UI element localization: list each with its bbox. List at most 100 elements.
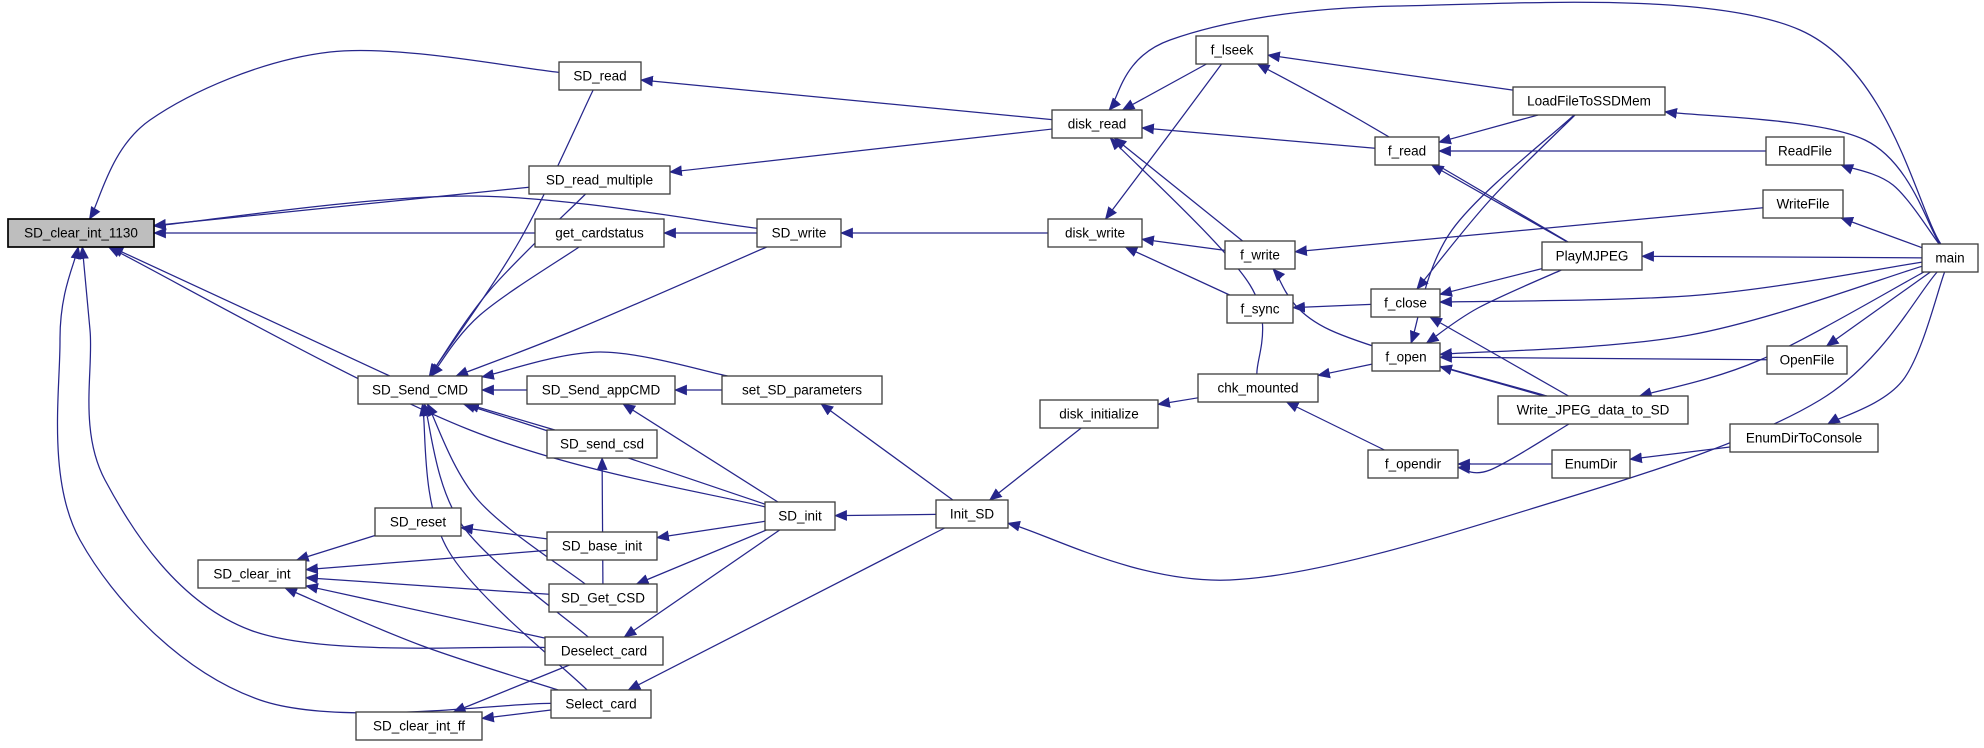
- node-f_open[interactable]: f_open: [1371, 342, 1441, 372]
- node-f_close[interactable]: f_close: [1370, 288, 1441, 318]
- node-SD_Send_appCMD[interactable]: SD_Send_appCMD: [526, 375, 676, 405]
- node-SD_clear_int_1130[interactable]: SD_clear_int_1130: [7, 218, 155, 248]
- node-box-Deselect_card: [544, 636, 664, 666]
- node-label-SD_clear_int_1130: SD_clear_int_1130: [24, 226, 138, 241]
- edge-PlayMJPEG-to-f_open: [1425, 269, 1562, 344]
- node-OpenFile[interactable]: OpenFile: [1766, 345, 1848, 375]
- node-label-disk_initialize: disk_initialize: [1059, 407, 1139, 422]
- edge-main-to-Init_SD: [1006, 271, 1938, 581]
- node-label-SD_Send_appCMD: SD_Send_appCMD: [542, 383, 661, 398]
- node-box-SD_clear_int_ff: [355, 711, 483, 741]
- edge-Write_JPEG_data_to_SD-to-f_opendir: [1456, 423, 1570, 474]
- edge-SD_Get_CSD-to-SD_send_csd: [596, 456, 608, 585]
- node-SD_init[interactable]: SD_init: [764, 501, 836, 531]
- node-SD_write[interactable]: SD_write: [756, 218, 842, 248]
- edge-Write_JPEG_data_to_SD-to-f_write: [1272, 268, 1548, 397]
- node-f_opendir[interactable]: f_opendir: [1367, 449, 1459, 479]
- edge-PlayMJPEG-to-f_close: [1438, 267, 1543, 297]
- node-LoadFileToSSDMem[interactable]: LoadFileToSSDMem: [1512, 86, 1666, 116]
- node-box-get_cardstatus: [534, 218, 665, 248]
- node-Write_JPEG_data_to_SD[interactable]: Write_JPEG_data_to_SD: [1497, 395, 1689, 425]
- node-box-SD_clear_int_1130: [7, 218, 155, 248]
- node-disk_write[interactable]: disk_write: [1047, 218, 1143, 248]
- node-SD_clear_int[interactable]: SD_clear_int: [197, 559, 307, 589]
- node-chk_mounted[interactable]: chk_mounted: [1197, 373, 1319, 403]
- node-box-SD_reset: [374, 507, 462, 537]
- node-disk_read[interactable]: disk_read: [1051, 109, 1143, 139]
- node-box-set_SD_parameters: [721, 375, 883, 405]
- edge-main-to-f_open: [1438, 265, 1923, 359]
- node-f_write[interactable]: f_write: [1224, 240, 1296, 270]
- node-label-Init_SD: Init_SD: [950, 507, 995, 522]
- node-SD_base_init[interactable]: SD_base_init: [546, 531, 658, 561]
- edge-OpenFile-to-f_open: [1438, 351, 1768, 363]
- edge-WriteFile-to-f_write: [1293, 207, 1764, 256]
- node-label-EnumDir: EnumDir: [1565, 457, 1618, 472]
- edge-SD_base_init-to-SD_reset: [459, 523, 548, 540]
- node-SD_clear_int_ff[interactable]: SD_clear_int_ff: [355, 711, 483, 741]
- edge-PlayMJPEG-to-f_lseek: [1256, 63, 1569, 243]
- node-label-SD_Get_CSD: SD_Get_CSD: [561, 591, 645, 606]
- edge-chk_mounted-to-disk_initialize: [1156, 397, 1199, 408]
- node-Select_card[interactable]: Select_card: [550, 689, 652, 719]
- edge-set_SD_parameters-to-SD_Send_CMD: [480, 351, 728, 380]
- edges-layer: [56, 1, 1946, 723]
- node-EnumDirToConsole[interactable]: EnumDirToConsole: [1729, 423, 1879, 453]
- node-EnumDir[interactable]: EnumDir: [1551, 449, 1631, 479]
- node-label-f_sync: f_sync: [1240, 302, 1279, 317]
- edge-f_sync-to-disk_write: [1124, 246, 1230, 296]
- edge-main-to-disk_read: [1108, 1, 1942, 245]
- node-label-SD_base_init: SD_base_init: [562, 539, 643, 554]
- node-label-f_opendir: f_opendir: [1385, 457, 1442, 472]
- edge-Init_SD-to-set_SD_parameters: [820, 403, 954, 501]
- node-label-chk_mounted: chk_mounted: [1217, 381, 1298, 396]
- node-set_SD_parameters[interactable]: set_SD_parameters: [721, 375, 883, 405]
- node-SD_Send_CMD[interactable]: SD_Send_CMD: [357, 375, 483, 405]
- node-box-EnumDirToConsole: [1729, 423, 1879, 453]
- node-label-f_open: f_open: [1385, 350, 1426, 365]
- node-f_read[interactable]: f_read: [1374, 136, 1440, 166]
- node-SD_Get_CSD[interactable]: SD_Get_CSD: [548, 583, 658, 613]
- node-WriteFile[interactable]: WriteFile: [1762, 189, 1844, 219]
- edge-main-to-WriteFile: [1840, 217, 1923, 249]
- node-box-WriteFile: [1762, 189, 1844, 219]
- node-box-SD_send_csd: [546, 429, 658, 459]
- edge-SD_reset-to-SD_clear_int: [295, 534, 376, 562]
- node-box-SD_clear_int: [197, 559, 307, 589]
- node-SD_read[interactable]: SD_read: [558, 61, 642, 91]
- edge-LoadFileToSSDMem-to-f_close: [1416, 114, 1576, 290]
- node-f_lseek[interactable]: f_lseek: [1195, 35, 1269, 65]
- node-disk_initialize[interactable]: disk_initialize: [1039, 399, 1159, 429]
- node-box-SD_write: [756, 218, 842, 248]
- edge-f_close-to-f_sync: [1291, 301, 1372, 313]
- node-f_sync[interactable]: f_sync: [1226, 294, 1294, 324]
- edge-main-to-ReadFile: [1840, 164, 1940, 245]
- node-label-Write_JPEG_data_to_SD: Write_JPEG_data_to_SD: [1517, 403, 1670, 418]
- edge-f_lseek-to-disk_write: [1104, 63, 1223, 220]
- node-SD_read_multiple[interactable]: SD_read_multiple: [528, 165, 671, 195]
- node-box-f_write: [1224, 240, 1296, 270]
- node-box-EnumDir: [1551, 449, 1631, 479]
- node-label-f_close: f_close: [1384, 296, 1427, 311]
- node-box-f_close: [1370, 288, 1441, 318]
- node-main[interactable]: main: [1921, 243, 1979, 273]
- node-Init_SD[interactable]: Init_SD: [935, 499, 1009, 529]
- edge-LoadFileToSSDMem-to-f_read: [1437, 114, 1539, 145]
- edge-Select_card-to-SD_clear_int_ff: [480, 709, 552, 723]
- edge-SD_init-to-SD_Get_CSD: [635, 529, 767, 585]
- node-ReadFile[interactable]: ReadFile: [1765, 136, 1845, 166]
- edge-SD_read-to-SD_clear_int_1130: [88, 49, 560, 220]
- node-label-LoadFileToSSDMem: LoadFileToSSDMem: [1527, 94, 1651, 109]
- node-PlayMJPEG[interactable]: PlayMJPEG: [1541, 241, 1643, 271]
- node-Deselect_card[interactable]: Deselect_card: [544, 636, 664, 666]
- edge-Deselect_card-to-SD_clear_int_1130: [78, 245, 546, 649]
- edge-SD_init-to-Deselect_card: [623, 529, 781, 638]
- edge-main-to-OpenFile: [1825, 271, 1931, 347]
- node-SD_reset[interactable]: SD_reset: [374, 507, 462, 537]
- edge-disk_read-to-SD_read_multiple: [668, 128, 1053, 177]
- node-SD_send_csd[interactable]: SD_send_csd: [546, 429, 658, 459]
- edge-Deselect_card-to-SD_clear_int_ff: [452, 664, 570, 713]
- node-box-LoadFileToSSDMem: [1512, 86, 1666, 116]
- node-get_cardstatus[interactable]: get_cardstatus: [534, 218, 665, 248]
- node-label-f_read: f_read: [1388, 144, 1426, 159]
